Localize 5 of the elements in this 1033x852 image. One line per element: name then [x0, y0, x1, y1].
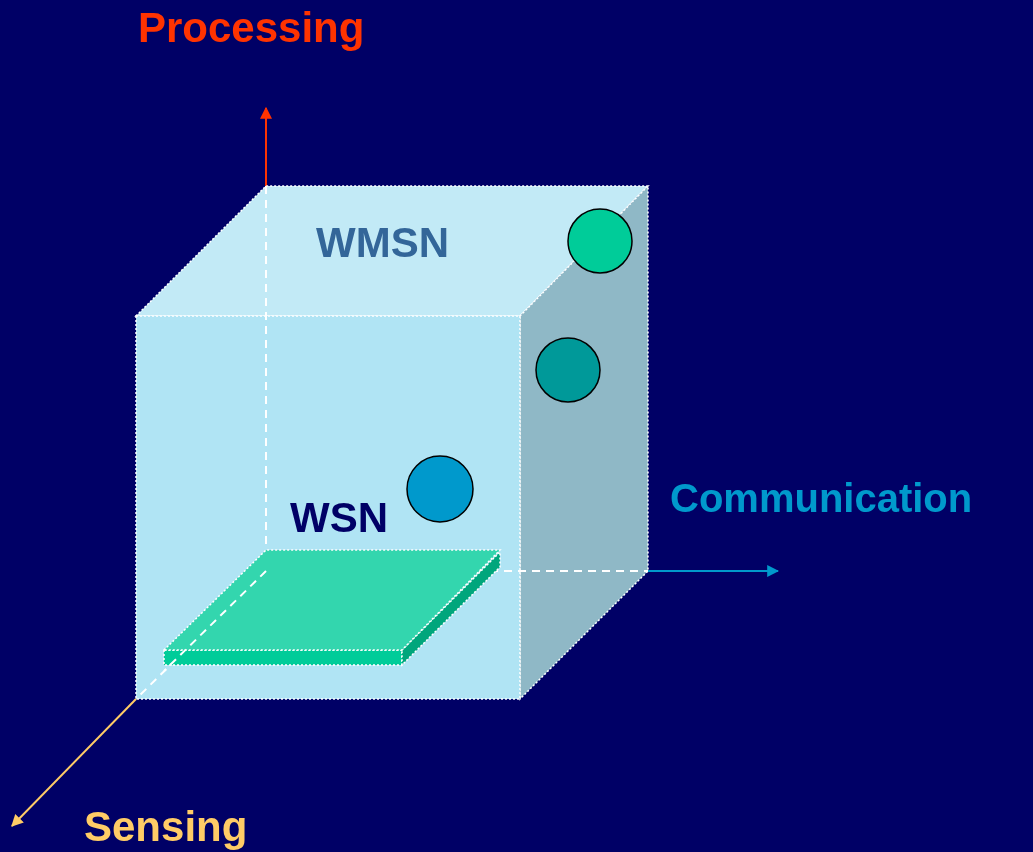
axis-label: Communication — [670, 478, 973, 518]
region-label: WSN — [290, 497, 388, 539]
axis-label: Sensing — [84, 806, 248, 848]
axis-label: Processing — [138, 7, 365, 49]
region-label: WMSN — [316, 222, 449, 264]
